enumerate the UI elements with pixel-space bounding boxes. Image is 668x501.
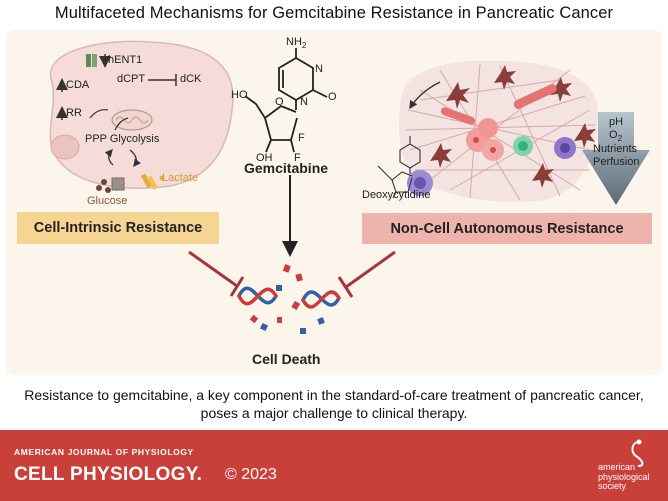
dcpt-label: dCPT [117,73,146,85]
dna-fragments [249,264,325,334]
nutrients-label: Nutrients [593,143,638,155]
blood-vessel-icon [440,83,557,125]
rr-curve-arrow [89,109,109,119]
o2-sub: 2 [617,134,623,144]
o-carbonyl-label: O [328,91,337,103]
dna-right-icon [301,290,341,309]
nh2-sub: 2 [301,41,307,51]
journal-name: CELL PHYSIOLOGY. [14,464,203,485]
glucose-transporter-icon [96,177,125,193]
nh2-label: NH2 [286,36,306,50]
page-title: Multifaceted Mechanisms for Gemcitabine … [54,4,614,22]
n2-label: N [300,96,308,108]
ho-label: HO [231,89,248,101]
glucose-up-arrow [104,149,114,166]
immune-cells [407,136,576,196]
hent1-label: hENT1 [108,54,143,66]
f1-label: F [298,132,305,144]
rr-label: RR [66,107,82,119]
society-name: american physiological society [598,462,650,492]
n1-label: N [315,63,323,75]
transporter-icon [86,54,97,67]
caption: Resistance to gemcitabine, a key compone… [24,387,644,421]
non-cell-autonomous-resistance-label: Non-Cell Autonomous Resistance [390,220,624,237]
lactate-label: Lactate [162,172,199,184]
society-line2: physiological [598,471,650,482]
cell-death-label: Cell Death [252,351,321,367]
lactate-transporter-icon [140,173,165,191]
oh-label: OH [256,152,273,164]
dna-left-icon [237,286,278,306]
dcpt-inhibit [148,74,177,86]
deoxycytidine-label: Deoxycytidine [362,189,431,201]
journal-footer: AMERICAN JOURNAL OF PHYSIOLOGY CELL PHYS… [0,430,668,501]
fibroblast-cells [430,65,596,188]
gradient-arrow-icon [582,112,650,205]
o2-label: O2 [609,129,622,143]
cell-nucleus [50,134,80,160]
intrinsic-inhibit-line [188,250,245,297]
cell-intrinsic-resistance-box: Cell-Intrinsic Resistance [17,212,219,244]
lactate-down-arrow [129,149,142,168]
ppp-curve-arrow [114,117,129,131]
o2-main: O [609,129,618,141]
noncell-inhibit-line [337,250,396,298]
tumor-cells [466,118,504,161]
o-ring-label: O [275,96,284,108]
society-logo-icon [631,439,644,467]
dck-label: dCK [180,73,202,85]
society-line1: american [598,462,636,472]
gemcitabine-label: Gemcitabine [244,160,329,176]
journal-top-line: AMERICAN JOURNAL OF PHYSIOLOGY [14,447,194,457]
ph-label: pH [609,116,624,128]
nh2-main: NH [286,36,302,48]
f2-label: F [294,152,301,164]
deoxycytidine-structure [377,136,421,199]
perfusion-label: Perfusion [593,156,640,168]
journal-year: © 2023 [225,466,277,483]
non-cell-autonomous-resistance-box: Non-Cell Autonomous Resistance [362,213,652,244]
gemcitabine-structure [244,48,328,153]
glucose-label: Glucose [87,195,128,207]
cda-label: CDA [66,79,90,91]
cell-intrinsic-resistance-label: Cell-Intrinsic Resistance [33,220,203,236]
diagram-graphics [49,40,650,334]
ppp-glycolysis-label: PPP Glycolysis [85,133,160,145]
society-line3: society [598,481,627,491]
mitochondrion-icon [111,109,153,131]
microenv-arrow [409,81,441,110]
